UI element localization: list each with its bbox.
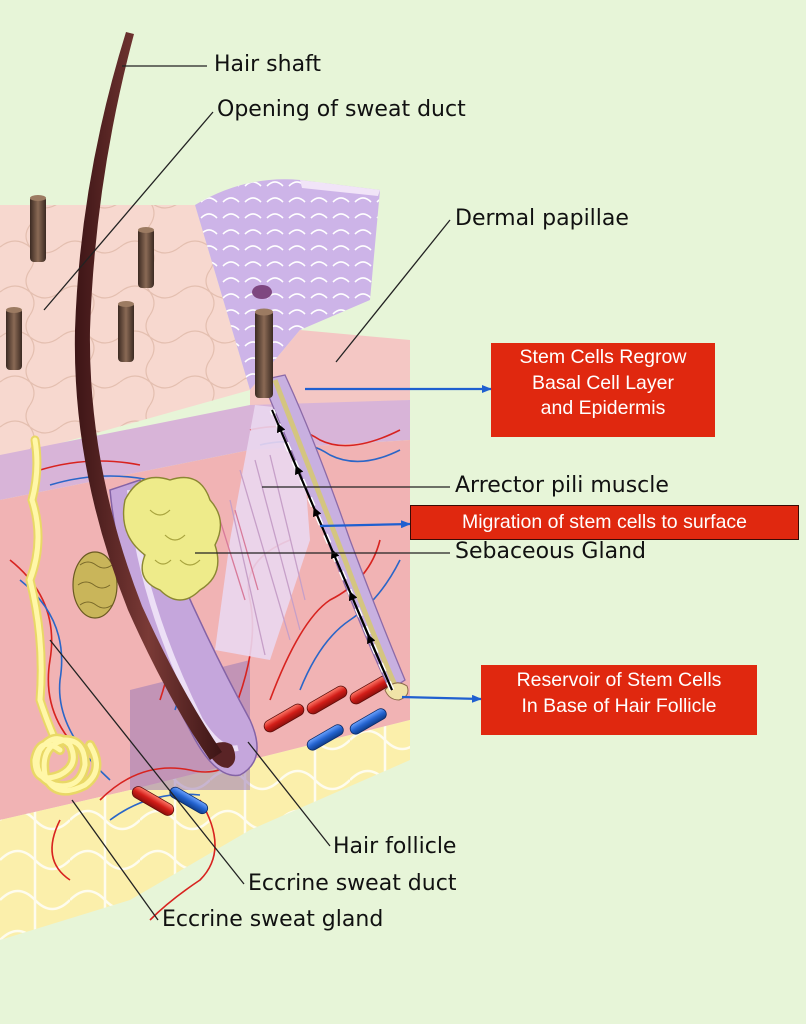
label-hair-follicle: Hair follicle: [333, 834, 457, 859]
label-eccrine-sweat-gland: Eccrine sweat gland: [162, 907, 384, 932]
migration-arrows: [269, 409, 395, 691]
label-arrector-pili-muscle: Arrector pili muscle: [455, 473, 669, 498]
callout-reservoir-of-stem-cells: Reservoir of Stem Cells In Base of Hair …: [481, 665, 757, 735]
small-gland-lobule: [72, 551, 118, 619]
veins: [169, 708, 387, 815]
eccrine-sweat-gland: [25, 435, 102, 796]
arrector-pili-muscle: [215, 405, 310, 660]
label-opening-of-sweat-duct: Opening of sweat duct: [217, 97, 466, 122]
label-dermal-papillae: Dermal papillae: [455, 206, 629, 231]
arteries: [131, 675, 391, 816]
blue-pointer-arrow: [401, 694, 482, 703]
label-sebaceous-gland: Sebaceous Gland: [455, 539, 646, 564]
sebaceous-gland: [122, 476, 222, 601]
callout-stem-cells-regrow: Stem Cells Regrow Basal Cell Layer and E…: [491, 343, 715, 437]
leader-lines: [43, 65, 451, 921]
surface-hair-stubs: [6, 195, 273, 398]
label-eccrine-sweat-duct: Eccrine sweat duct: [248, 871, 457, 896]
label-hair-shaft: Hair shaft: [214, 52, 322, 77]
blue-pointer-arrows: [305, 385, 492, 703]
blue-pointer-arrow: [319, 520, 411, 529]
callout-migration-of-stem-cells: Migration of stem cells to surface: [410, 505, 799, 540]
